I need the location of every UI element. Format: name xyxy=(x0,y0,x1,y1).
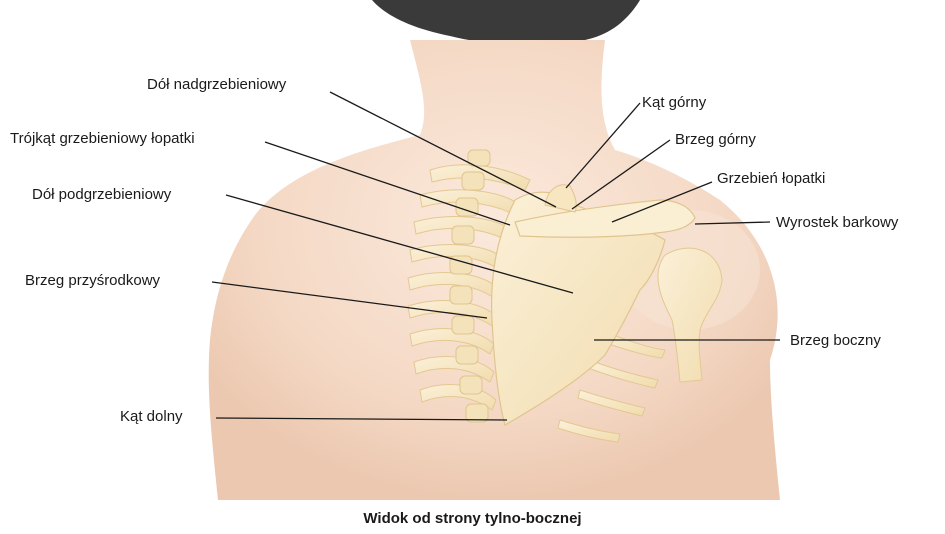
label-inferior-angle: Kąt dolny xyxy=(120,408,183,426)
label-supraspinous-fossa: Dół nadgrzebieniowy xyxy=(147,76,286,94)
label-lateral-border: Brzeg boczny xyxy=(790,332,881,350)
label-spine: Grzebień łopatki xyxy=(717,170,825,188)
label-medial-border: Brzeg przyśrodkowy xyxy=(25,272,160,290)
figure-caption: Widok od strony tylno-bocznej xyxy=(0,510,945,527)
label-superior-angle: Kąt górny xyxy=(642,94,706,112)
label-infraspinous-fossa: Dół podgrzebieniowy xyxy=(32,186,171,204)
label-acromion: Wyrostek barkowy xyxy=(776,214,898,232)
label-superior-border: Brzeg górny xyxy=(675,131,756,149)
hair xyxy=(372,0,640,45)
label-spine-triangle: Trójkąt grzebieniowy łopatki xyxy=(10,130,195,148)
